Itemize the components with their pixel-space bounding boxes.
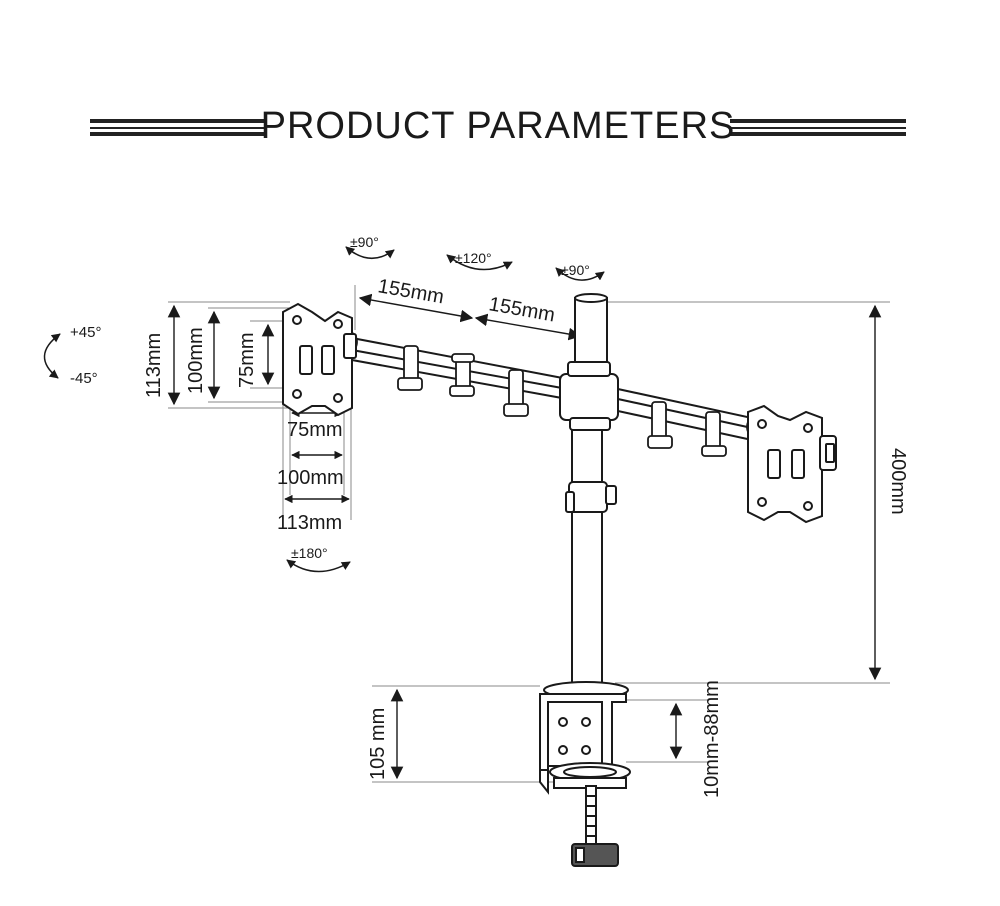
left-vesa-plate [282,302,357,417]
clamp-depth-label: 105 mm [367,708,389,780]
title-rule-right-bottom [730,132,906,136]
arm-segment-1-label: 155mm [376,275,446,308]
vesa-height-75-label: 75mm [236,332,258,388]
desk-clamp [539,681,631,867]
vesa-height-100-label: 100mm [185,327,207,394]
right-swivel-label: ±90° [561,262,590,278]
pole [565,293,617,691]
title-bar: PRODUCT PARAMETERS [88,102,908,150]
page-title: PRODUCT PARAMETERS [260,105,736,147]
vesa-width-100-label: 100mm [277,467,344,489]
title-rule-left-bottom [90,132,264,136]
title-rule-left-mid [90,127,264,129]
tilt-down-label: -45° [70,370,98,387]
title-rule-right-top [730,119,906,123]
rotate-label: ±180° [291,545,328,561]
left-swivel-label: ±90° [350,234,379,250]
rotation-labels: ±90° ±120° ±90° +45° -45° ±180° [70,234,590,561]
dimension-arrows [167,293,882,780]
extension-lines [168,285,890,783]
dimension-labels: 155mm 155mm 113mm 100mm 75mm 75mm 100mm … [143,275,909,798]
desk-thickness-label: 10mm-88mm [701,680,723,798]
rotation-arcs [43,246,605,573]
vesa-height-113-label: 113mm [143,333,165,398]
tilt-up-label: +45° [70,324,101,341]
pole-height-label: 400mm [887,448,909,515]
vesa-width-113-label: 113mm [277,512,342,534]
title-rule-right-mid [730,127,906,129]
right-vesa-plate [747,404,837,524]
title-rule-left-top [90,119,264,123]
vesa-width-75-label: 75mm [287,419,343,441]
center-swivel-label: ±120° [455,250,492,266]
